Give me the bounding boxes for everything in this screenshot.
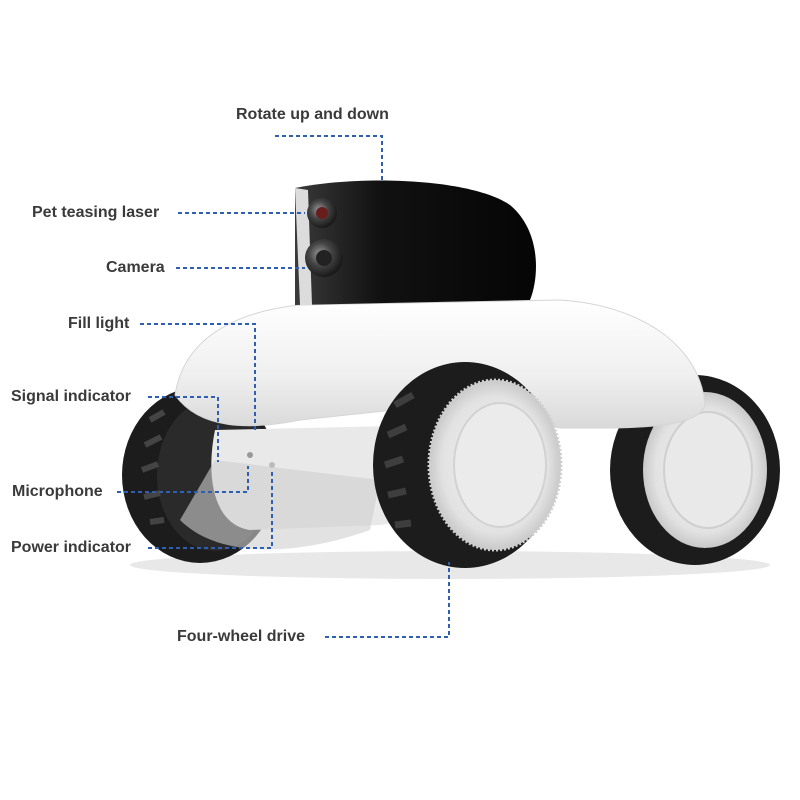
label-drive: Four-wheel drive <box>177 628 306 645</box>
leader-signal <box>148 396 219 462</box>
label-signal: Signal indicator <box>11 388 132 405</box>
label-camera: Camera <box>106 259 165 276</box>
label-fill-light: Fill light <box>68 315 130 332</box>
leader-power <box>148 470 273 549</box>
camera-head <box>295 180 536 305</box>
label-microphone: Microphone <box>12 483 103 500</box>
leader-fill-light <box>140 323 256 432</box>
wheel-rear-right <box>610 375 780 565</box>
wheel-front-right <box>373 362 563 568</box>
leader-lines <box>117 135 450 638</box>
label-laser: Pet teasing laser <box>32 204 160 221</box>
label-power: Power indicator <box>11 539 132 556</box>
leader-microphone <box>117 466 249 493</box>
leader-rotate <box>275 135 383 180</box>
label-rotate: Rotate up and down <box>236 106 389 123</box>
